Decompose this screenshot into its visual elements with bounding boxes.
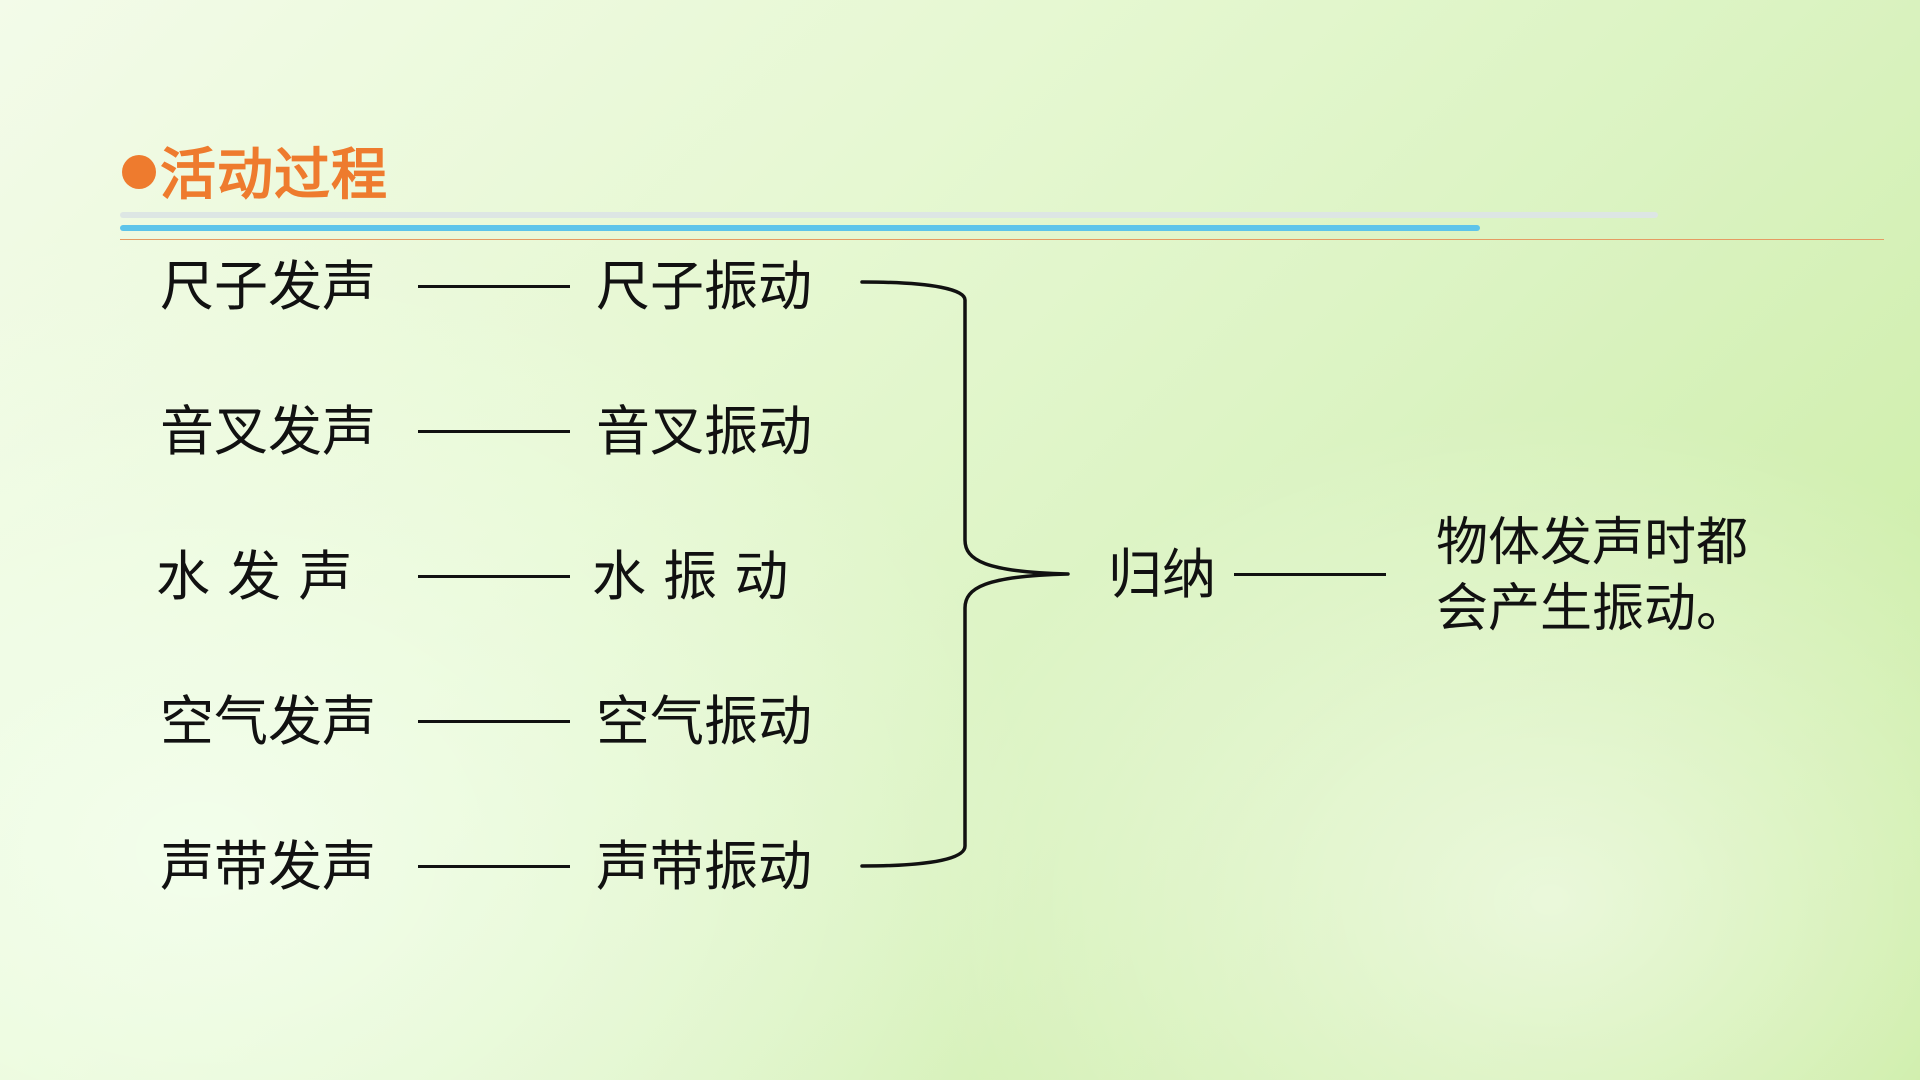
cause-label-water: 水 发 声 bbox=[156, 545, 353, 608]
summary-connector-dash bbox=[1234, 573, 1386, 576]
connector-dash bbox=[418, 720, 570, 723]
header-rule-orange bbox=[120, 239, 1884, 240]
connector-dash bbox=[418, 430, 570, 433]
effect-label-ruler: 尺子振动 bbox=[596, 255, 812, 318]
conclusion-line-1: 物体发声时都 bbox=[1436, 513, 1749, 573]
connector-dash bbox=[418, 575, 570, 578]
effect-label-water: 水 振 动 bbox=[592, 545, 789, 608]
section-title: 活动过程 bbox=[160, 142, 388, 208]
connector-dash bbox=[418, 285, 570, 288]
effect-label-vocal-cords: 声带振动 bbox=[596, 835, 812, 898]
cause-label-ruler: 尺子发声 bbox=[160, 255, 376, 318]
section-heading: 活动过程 bbox=[122, 130, 388, 210]
cause-label-vocal-cords: 声带发声 bbox=[160, 835, 376, 898]
connector-dash bbox=[418, 865, 570, 868]
conclusion-text: 物体发声时都 会产生振动。 bbox=[1436, 510, 1748, 642]
summary-label: 归纳 bbox=[1108, 543, 1216, 606]
effect-label-tuning-fork: 音叉振动 bbox=[596, 400, 812, 463]
conclusion-line-2: 会产生振动。 bbox=[1436, 579, 1749, 639]
bullet-dot-icon bbox=[122, 155, 156, 189]
header-rule-blue bbox=[120, 225, 1480, 231]
cause-label-tuning-fork: 音叉发声 bbox=[160, 400, 376, 463]
header-rule-gray bbox=[120, 212, 1658, 218]
cause-label-air: 空气发声 bbox=[160, 690, 376, 753]
effect-label-air: 空气振动 bbox=[596, 690, 812, 753]
